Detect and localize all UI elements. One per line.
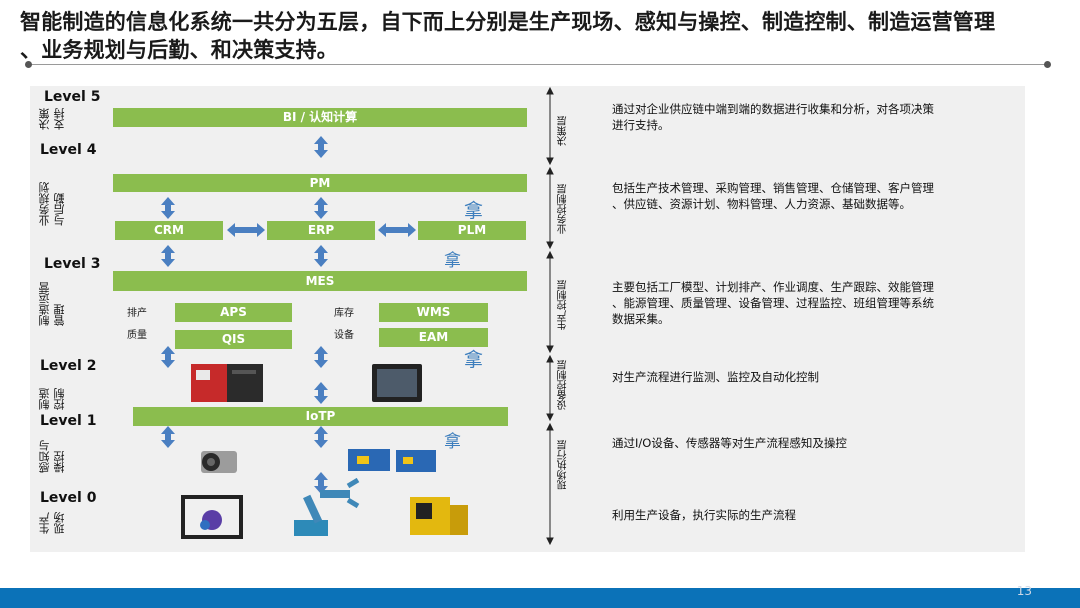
desc-line: 进行支持。 [612, 117, 1007, 133]
layer-decision: 决策层 [556, 116, 571, 146]
layer-field-execution: 现场执行层 [556, 440, 571, 490]
desc-line: 通过对企业供应链中端到端的数据进行收集和分析，对各项决策 [612, 101, 1007, 117]
glyph-mark: 拿 [464, 345, 483, 372]
double-arrow-icon [314, 136, 328, 158]
double-arrow-icon [314, 426, 328, 448]
layer-equipment-control: 设备控制层 [556, 360, 571, 410]
description-level-5: 通过对企业供应链中端到端的数据进行收集和分析，对各项决策 进行支持。 [612, 101, 1007, 133]
forklift-machine-icon [410, 497, 468, 535]
robot-arm-icon [294, 480, 358, 536]
double-arrow-icon [161, 245, 175, 267]
horizontal-double-arrow-icon [227, 223, 265, 237]
desc-line: 数据采集。 [612, 311, 1007, 327]
description-level-2: 对生产流程进行监测、监控及自动化控制 [612, 369, 1007, 385]
glyph-mark: 拿 [464, 196, 483, 223]
horizontal-double-arrow-icon [378, 223, 416, 237]
industrial-camera-icon [201, 451, 237, 473]
double-arrow-icon [161, 426, 175, 448]
glyph-mark: 拿 [444, 246, 461, 271]
description-level-0: 利用生产设备，执行实际的生产流程 [612, 507, 1007, 523]
description-level-3: 主要包括工厂模型、计划排产、作业调度、生产跟踪、效能管理 、能源管理、质量管理、… [612, 279, 1007, 327]
page-number: 13 [1017, 584, 1032, 598]
desc-line: 主要包括工厂模型、计划排产、作业调度、生产跟踪、效能管理 [612, 279, 1007, 295]
double-arrow-icon [314, 346, 328, 368]
double-arrow-icon [314, 382, 328, 404]
desc-line: 、供应链、资源计划、物料管理、人力资源、基础数据等。 [612, 196, 1007, 212]
double-arrow-icon [314, 197, 328, 219]
desc-line: 包括生产技术管理、采购管理、销售管理、仓储管理、客户管理 [612, 180, 1007, 196]
description-level-1: 通过I/O设备、传感器等对生产流程感知及操控 [612, 435, 1007, 451]
barcode-scanner-icon [348, 449, 436, 472]
hmi-panel-icon [372, 364, 422, 402]
glyph-mark: 拿 [444, 427, 461, 452]
double-arrow-icon [161, 197, 175, 219]
layer-production-control: 生产控制层 [556, 280, 571, 330]
layer-business-control: 业务控制层 [556, 184, 571, 234]
desc-line: 、能源管理、质量管理、设备管理、过程监控、班组管理等系统 [612, 295, 1007, 311]
double-arrow-icon [314, 245, 328, 267]
plc-controller-icon [191, 364, 263, 402]
footer-bar [0, 588, 1080, 608]
double-arrow-icon [161, 346, 175, 368]
description-level-4: 包括生产技术管理、采购管理、销售管理、仓储管理、客户管理 、供应链、资源计划、物… [612, 180, 1007, 212]
3d-printer-icon [183, 497, 241, 537]
